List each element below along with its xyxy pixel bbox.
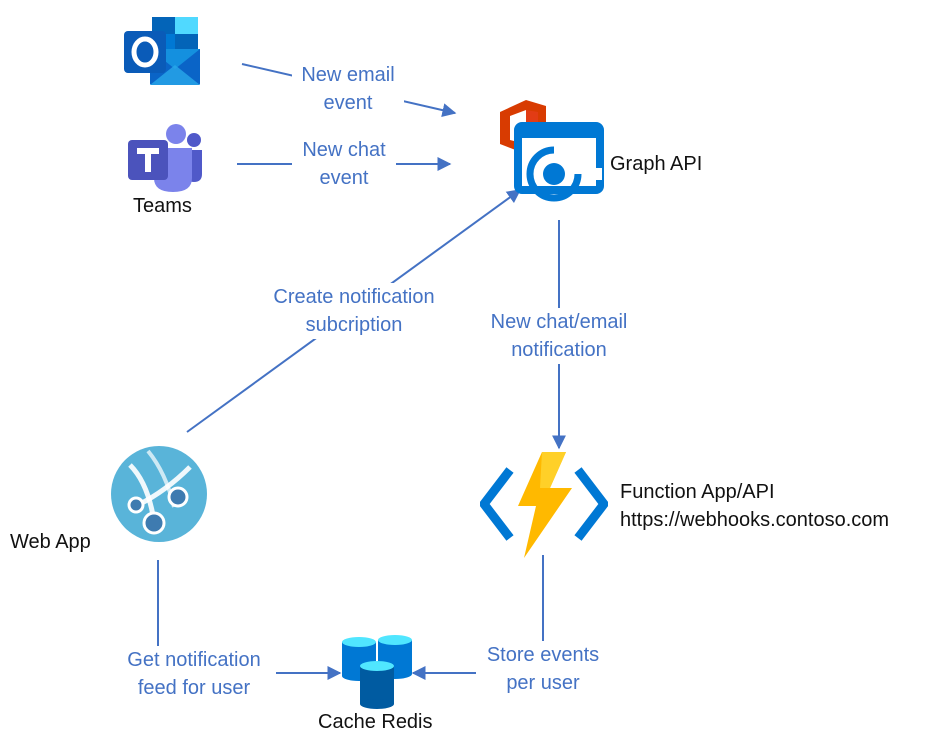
azure-function-icon xyxy=(478,448,610,560)
function-app-url: https://webhooks.contoso.com xyxy=(620,509,890,531)
redis-label: Cache Redis xyxy=(318,711,433,733)
function-app-title: Function App/API xyxy=(620,481,775,503)
edge-label-create-subscription: Create notification subcription xyxy=(258,283,450,339)
edge-label-new-email-event: New email event xyxy=(292,61,404,117)
redis-cache-icon xyxy=(340,632,414,712)
office-graph-icon xyxy=(496,96,606,222)
teams-icon xyxy=(126,122,204,194)
edge-label-get-feed: Get notification feed for user xyxy=(112,646,276,702)
teams-label: Teams xyxy=(133,195,192,217)
azure-web-app-icon xyxy=(108,443,210,545)
edge-label-chat-email-notification: New chat/email notification xyxy=(476,308,642,364)
graph-api-label: Graph API xyxy=(610,153,703,175)
outlook-icon xyxy=(122,15,202,87)
edge-label-new-chat-event: New chat event xyxy=(292,136,396,192)
web-app-label: Web App xyxy=(10,531,91,553)
edge-label-store-events: Store events per user xyxy=(476,641,610,697)
